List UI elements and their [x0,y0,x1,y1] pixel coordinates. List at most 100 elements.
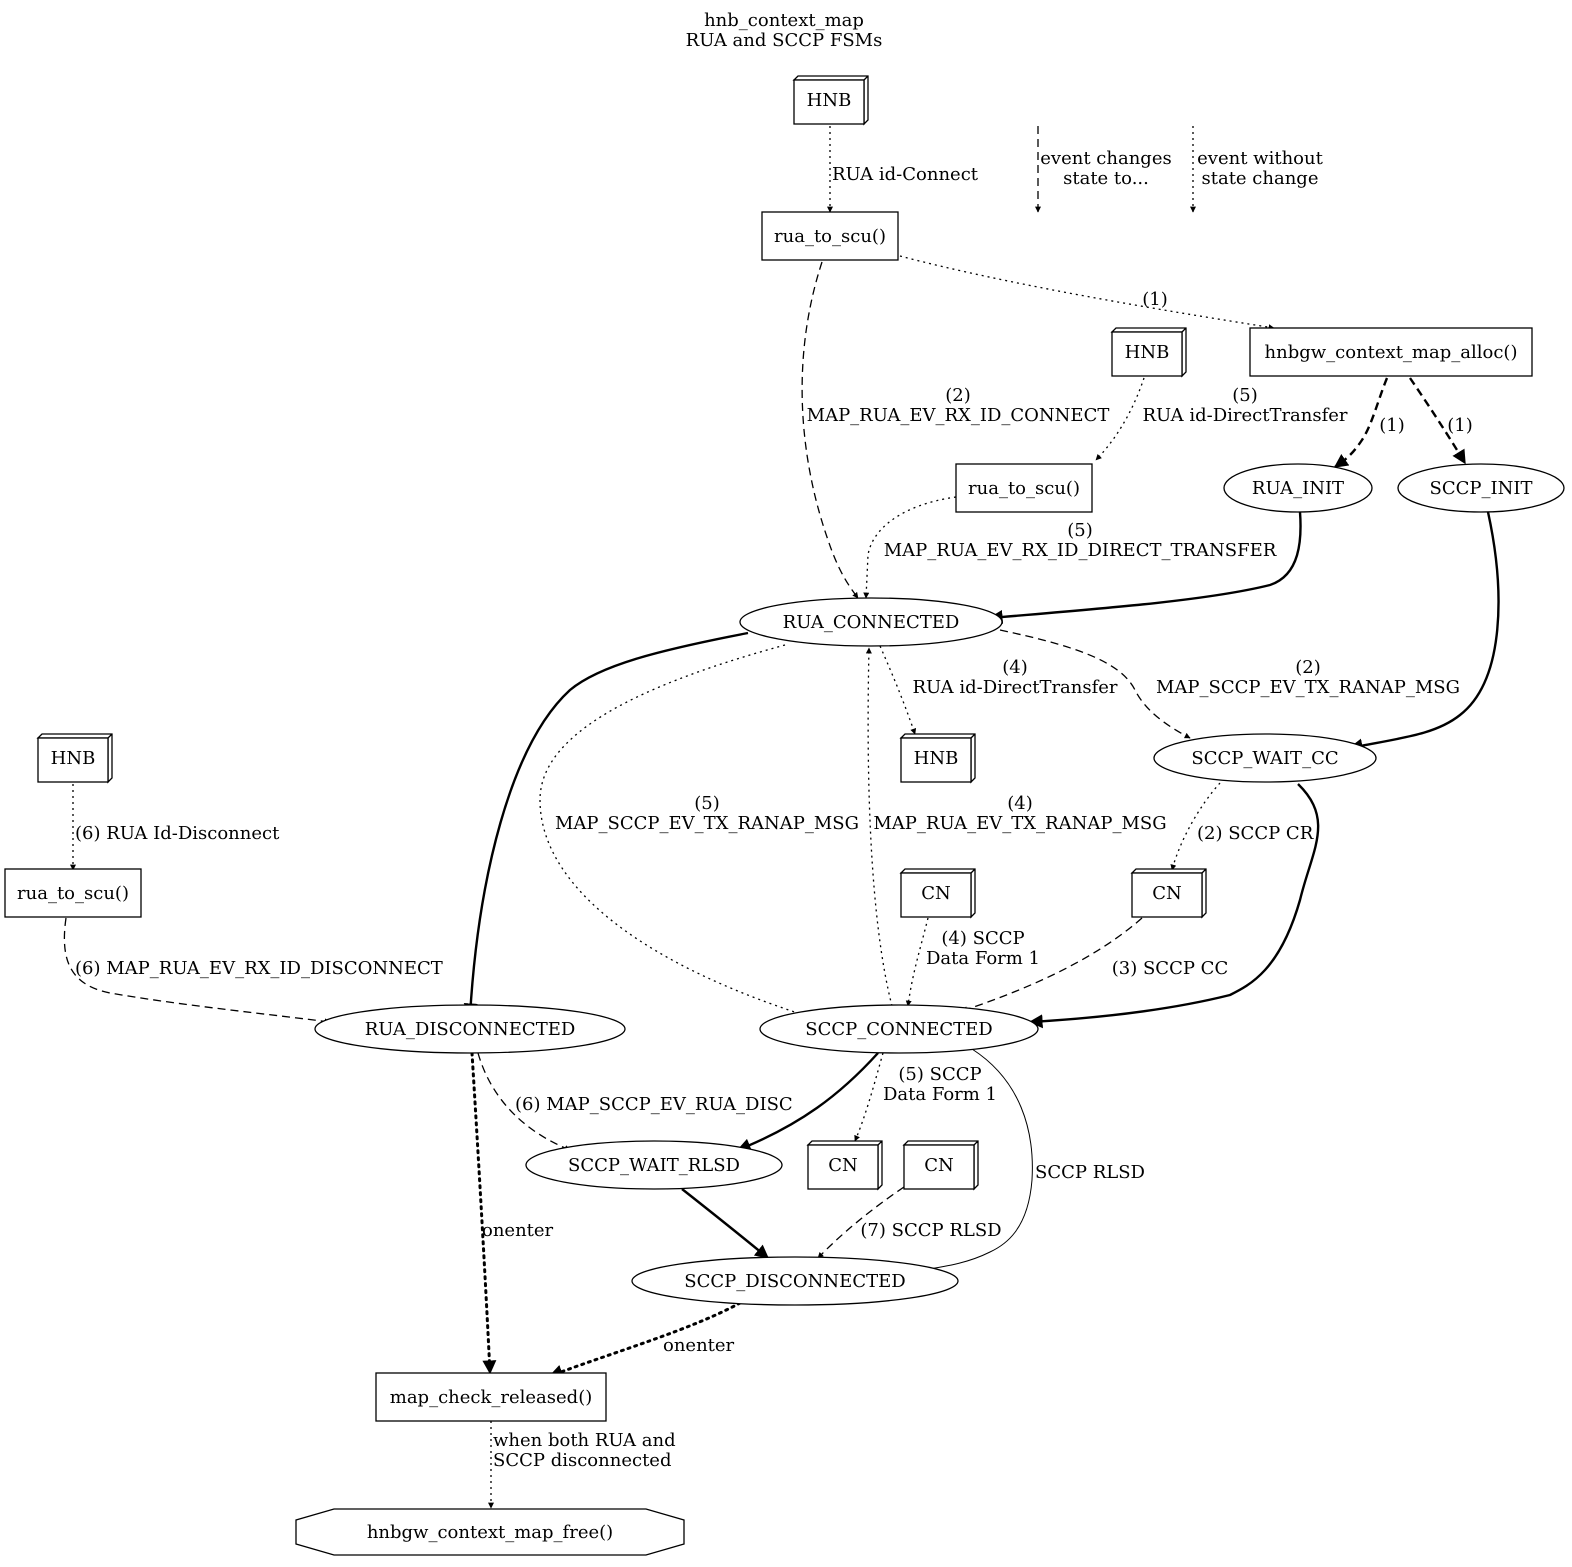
node-sccp-disconnected: SCCP_DISCONNECTED [631,1256,959,1306]
node-hnb4: HNB [36,733,113,784]
edge-sccp-connected-to-sccp-disconnected [921,1048,1033,1273]
node-label: RUA_CONNECTED [783,612,960,633]
edge-labels: RUA id-Connect(1)(2)MAP_RUA_EV_RX_ID_CON… [75,164,1473,1471]
node-cn3: CN [806,1140,883,1191]
node-label-line: HNB [1125,342,1170,363]
edge-label-line: (4) [1002,657,1028,678]
edge-sccp-wait-rlsd-to-sccp-disconnected [681,1188,770,1259]
edge-label-line: MAP_SCCP_EV_TX_RANAP_MSG [1156,677,1460,698]
function-box [4,868,142,918]
edge-label-line: (1) [1447,415,1473,436]
node-label-line: CN [924,1155,954,1176]
node-label-line: RUA_DISCONNECTED [365,1019,576,1040]
edge-rua-disconnected-to-map-check-released [470,1051,497,1375]
node-sccp-connected: SCCP_CONNECTED [759,1004,1039,1054]
state-ellipse [525,1140,783,1190]
node-label-line: rua_to_scu() [774,226,886,247]
edge-label: (6) MAP_RUA_EV_RX_ID_DISCONNECT [75,958,443,979]
entity-box [900,737,972,783]
edge-label: onenter [482,1220,554,1241]
edge-label: (7) SCCP RLSD [860,1220,1001,1241]
edge-alloc-to-sccp-init [1409,377,1467,465]
node-rua-to-scu3: rua_to_scu() [4,868,142,918]
edge-cn4-to-sccp-disconnected [817,1186,905,1259]
node-label: CN [828,1155,858,1176]
diagram-title-line: RUA and SCCP FSMs [686,30,883,51]
edge-label-line: onenter [663,1335,735,1356]
node-cn2: CN [1130,868,1207,919]
state-ellipse [1223,463,1373,513]
state-ellipse [314,1004,626,1054]
node-label-line: RUA_INIT [1252,478,1344,499]
state-ellipse [759,1004,1039,1054]
node-label: rua_to_scu() [968,478,1080,499]
edge-label: (1) [1379,415,1405,436]
edge-label-line: onenter [482,1220,554,1241]
edge-label-line: RUA id-Connect [832,164,979,185]
node-label-line: HNB [807,90,852,111]
edge-label-line: when both RUA and [493,1430,676,1451]
entity-box [807,1144,879,1190]
edge-label: (5)MAP_SCCP_EV_TX_RANAP_MSG [555,793,859,834]
node-hnb2: HNB [1110,327,1187,378]
edge-sccp-init-to-sccp-wait-cc [1348,511,1500,753]
edge-label: (5)RUA id-DirectTransfer [1142,385,1347,426]
node-hnb3: HNB [899,733,976,784]
edge-label-line: MAP_RUA_EV_RX_ID_DIRECT_TRANSFER [884,540,1277,561]
node-label: hnbgw_context_map_alloc() [1265,342,1518,363]
edge-label-line: (2) SCCP CR [1197,823,1314,844]
node-map-check-released: map_check_released() [375,1372,607,1422]
edge-rua-connected-to-rua-disconnected [463,631,749,1018]
edge-sccp-connected-to-sccp-wait-rlsd [736,1052,879,1152]
entity-box [903,1144,975,1190]
edge-label-line: (5) [1232,385,1258,406]
node-label: rua_to_scu() [774,226,886,247]
edge-rua-to-scu3-to-rua-disconnected [63,917,331,1025]
edge-rua-disconnected-to-sccp-wait-rlsd [477,1052,571,1151]
node-label-line: SCCP_WAIT_RLSD [568,1155,740,1176]
edge-label: (4)MAP_RUA_EV_TX_RANAP_MSG [873,793,1166,834]
edge-label-line: (2) [1295,657,1321,678]
node-label: RUA_INIT [1252,478,1344,499]
node-label: SCCP_CONNECTED [805,1019,993,1040]
node-label: HNB [914,748,959,769]
node-label: HNB [807,90,852,111]
edge-label-line: (7) SCCP RLSD [860,1220,1001,1241]
edge-label: (4)RUA id-DirectTransfer [912,657,1117,698]
edge-label-line: (4) SCCP [941,928,1024,949]
edge-label: (2)MAP_SCCP_EV_TX_RANAP_MSG [1156,657,1460,698]
node-label: RUA_DISCONNECTED [365,1019,576,1040]
edge-label-line: SCCP disconnected [493,1450,671,1471]
function-box [761,211,899,261]
node-rua-to-scu1: rua_to_scu() [761,211,899,261]
edge-label-line: MAP_RUA_EV_TX_RANAP_MSG [873,813,1166,834]
node-label: CN [924,1155,954,1176]
node-label-line: SCCP_WAIT_CC [1191,748,1338,769]
node-label-line: rua_to_scu() [17,883,129,904]
node-label-line: SCCP_DISCONNECTED [684,1271,905,1292]
node-label-line: hnbgw_context_map_alloc() [1265,342,1518,363]
edge-rua-to-scu1-to-rua-connected [801,261,859,599]
node-label-line: RUA_CONNECTED [783,612,960,633]
terminal-octagon [295,1508,685,1556]
edge-label: (6) MAP_SCCP_EV_RUA_DISC [515,1094,793,1115]
node-label: map_check_released() [390,1387,593,1408]
edge-label-line: (2) [945,385,971,406]
edge-label-line: (5) [694,793,720,814]
node-label: SCCP_WAIT_RLSD [568,1155,740,1176]
node-sccp-init: SCCP_INIT [1397,463,1565,513]
edge-label-line: (6) MAP_RUA_EV_RX_ID_DISCONNECT [75,958,443,979]
edge-label-line: (5) SCCP [898,1064,981,1085]
edge-alloc-to-rua-init [1333,377,1389,468]
legend-no-state-change-line: event without [1197,148,1323,169]
entity-box [900,872,972,918]
edge-rua-to-scu1-to-alloc [899,255,1275,331]
node-rua-init: RUA_INIT [1223,463,1373,513]
